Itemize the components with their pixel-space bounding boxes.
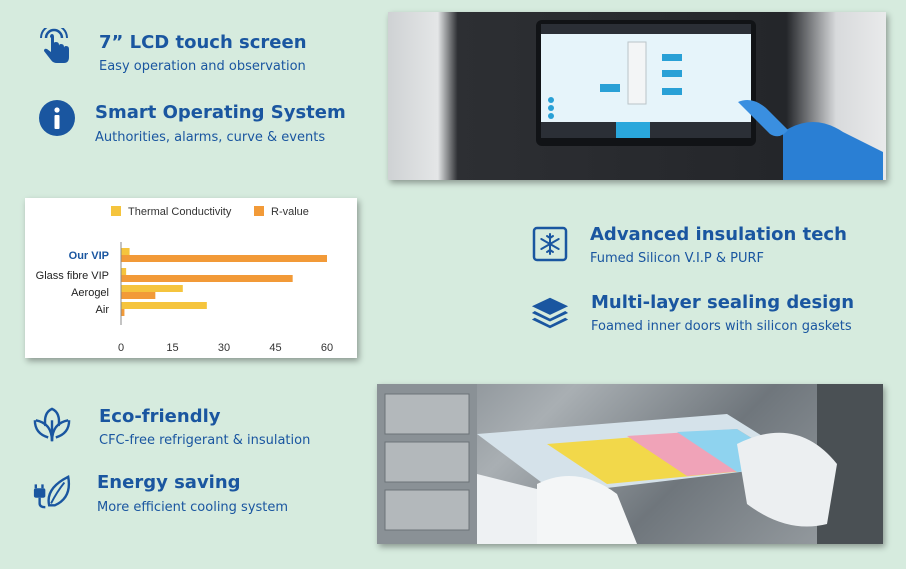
x-tick-label: 15 — [166, 342, 178, 354]
legend-swatch — [111, 206, 121, 216]
info-icon — [37, 98, 77, 138]
feature-title: 7” LCD touch screen — [99, 32, 307, 53]
touch-hand-icon — [36, 28, 76, 68]
chart-bar — [121, 292, 156, 299]
snowflake-icon — [530, 224, 570, 264]
chart-bar — [121, 285, 183, 292]
feature-title: Energy saving — [97, 472, 241, 493]
category-label: Aerogel — [71, 287, 109, 299]
leaf-icon — [32, 406, 72, 446]
layers-icon — [530, 292, 570, 332]
feature-title: Eco-friendly — [99, 406, 221, 427]
x-tick-label: 45 — [269, 342, 281, 354]
chart-bar — [121, 268, 127, 275]
freezer-rack-photo — [377, 384, 883, 544]
chart-bar — [121, 302, 207, 309]
chart-bar — [121, 248, 130, 255]
legend-label: R-value — [271, 206, 309, 218]
chart-bar — [121, 309, 125, 316]
category-label: Air — [96, 304, 110, 316]
legend-label: Thermal Conductivity — [128, 206, 232, 218]
feature-subtitle: Easy operation and observation — [99, 59, 306, 74]
feature-subtitle: Authorities, alarms, curve & events — [95, 130, 326, 145]
x-tick-label: 60 — [321, 342, 333, 354]
feature-title: Advanced insulation tech — [590, 224, 847, 245]
legend-swatch — [254, 206, 264, 216]
x-tick-label: 0 — [118, 342, 124, 354]
chart-bar — [121, 255, 327, 262]
chart-bar — [121, 275, 293, 282]
category-label: Glass fibre VIP — [36, 270, 109, 282]
plug-leaf-icon — [32, 472, 72, 512]
feature-subtitle: Foamed inner doors with silicon gaskets — [591, 319, 852, 334]
feature-subtitle: Fumed Silicon V.I.P & PURF — [590, 251, 765, 266]
feature-title: Multi-layer sealing design — [591, 292, 855, 313]
category-label: Our VIP — [69, 250, 109, 262]
feature-subtitle: More efficient cooling system — [97, 500, 289, 515]
lcd-screen-photo — [388, 12, 886, 180]
feature-title: Smart Operating System — [95, 102, 346, 123]
x-tick-label: 30 — [218, 342, 230, 354]
feature-subtitle: CFC-free refrigerant & insulation — [99, 433, 311, 448]
